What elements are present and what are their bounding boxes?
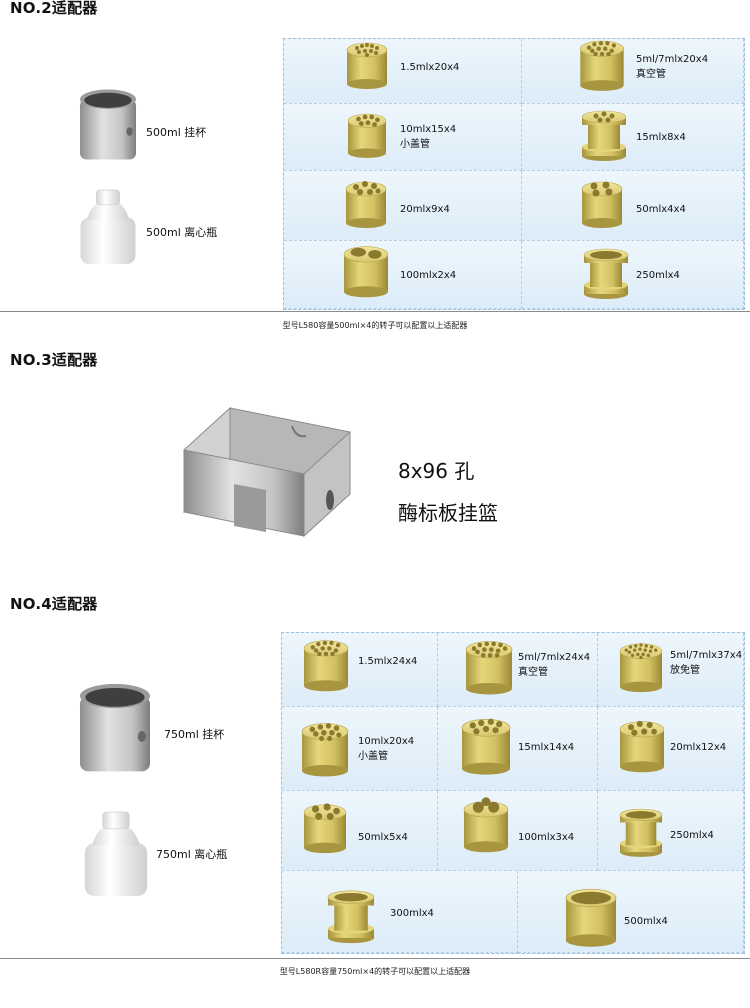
adapter-many-holes-icon [301,723,349,777]
adapter-label: 250mlx4 [670,830,714,841]
adapter-many-holes-icon [465,641,513,695]
divider [0,311,750,312]
adapter-label: 1.5mlx20x4 [400,62,460,73]
adapter-holes-icon [347,113,387,159]
no2-cell [522,241,744,309]
no3-desc: 酶标板挂篮 [398,501,498,525]
steel-cup-icon [80,683,150,772]
no4-bottle-label: 750ml 离心瓶 [156,848,228,861]
adapter-flanged-icon [581,110,627,162]
adapter-many-holes-icon [580,40,624,92]
adapter-holes-icon [581,181,623,229]
no2-cell [522,104,744,171]
no3-spec: 8x96 孔 [398,459,475,483]
adapter-many-holes-icon [619,643,663,693]
adapter-single-flanged-icon [619,808,663,858]
no4-cell [282,871,518,953]
no2-caption: 型号L580容量500ml×4的转子可以配置以上适配器 [282,321,468,330]
no4-cell [518,871,744,953]
adapter-label: 50mlx4x4 [636,204,686,215]
steel-cup-icon [80,89,136,160]
no4-caption: 型号L580R容量750ml×4的转子可以配置以上适配器 [279,967,471,976]
adapter-label: 50mlx5x4 [358,832,408,843]
adapter-label: 100mlx3x4 [518,832,575,843]
plate-basket-icon [183,406,351,538]
no2-cell [284,39,522,104]
adapter-holes-icon [345,181,387,229]
adapter-two-holes-icon [343,246,389,298]
no2-cell [522,171,744,241]
adapter-cylinder-icon [565,888,617,948]
adapter-label: 300mlx4 [390,908,434,919]
no4-cell [598,791,744,871]
adapter-label: 1.5mlx24x4 [358,656,418,667]
adapter-label: 15mlx14x4 [518,742,575,753]
adapter-single-flanged-icon [327,890,375,944]
no2-cup-label: 500ml 挂杯 [146,126,207,139]
no4-adapter-grid [281,632,745,954]
section-title-no3: NO.3适配器 [10,351,98,369]
section-title-no2: NO.2适配器 [10,0,98,17]
adapter-single-flanged-icon [583,248,629,300]
no2-cell [284,241,522,309]
no2-cell [284,171,522,241]
no2-adapter-grid [283,38,745,310]
adapter-label: 20mlx12x4 [670,742,727,753]
white-bottle-icon [80,189,136,265]
adapter-holes-icon [303,803,347,854]
no4-cup-label: 750ml 挂杯 [164,728,225,741]
adapter-many-holes-icon [346,42,388,90]
divider [0,958,750,959]
no2-cell [284,104,522,171]
adapter-label: 250mlx4 [636,270,680,281]
no2-bottle-label: 500ml 离心瓶 [146,226,218,239]
adapter-label: 15mlx8x4 [636,132,686,143]
white-bottle-icon [84,811,148,897]
adapter-two-holes-icon [463,797,509,853]
adapter-holes-icon [461,718,511,775]
adapter-many-holes-icon [303,640,349,692]
no2-cell [522,39,744,104]
no4-cell [438,633,598,707]
adapter-label: 20mlx9x4 [400,204,450,215]
adapter-label: 100mlx2x4 [400,270,457,281]
section-title-no4: NO.4适配器 [10,595,98,613]
adapter-label: 500mlx4 [624,916,668,927]
adapter-holes-icon [619,720,665,773]
